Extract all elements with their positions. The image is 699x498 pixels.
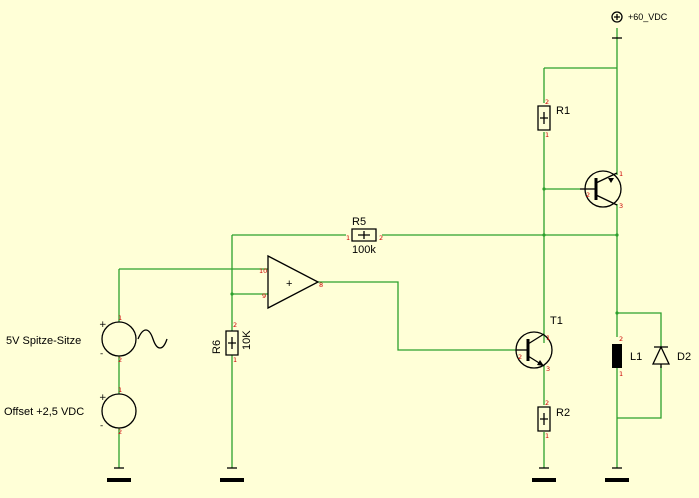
- transistor-t2[interactable]: 2 1 3: [580, 170, 623, 210]
- opamp-pin-in-b: 9: [262, 292, 266, 300]
- r6-pin-bottom: 1: [233, 356, 237, 364]
- offset-source[interactable]: + - 1 2 Offset +2,5 VDC: [4, 386, 137, 436]
- r5-label: R5: [352, 216, 366, 228]
- l1-label: L1: [630, 351, 642, 363]
- offset-label: Offset +2,5 VDC: [4, 406, 84, 418]
- resistor-r6[interactable]: 2 1 R6 10K: [211, 321, 253, 364]
- sine-minus: -: [100, 349, 103, 359]
- ground-symbol: [605, 467, 629, 482]
- l1-pin-bottom: 1: [619, 370, 623, 378]
- offset-plus: +: [99, 393, 107, 403]
- offset-minus: -: [100, 421, 103, 431]
- t1-pin-base: 2: [518, 353, 522, 361]
- junction-dot: [542, 187, 546, 191]
- r5-pin-left: 1: [346, 234, 350, 242]
- r2-pin-top: 2: [545, 399, 549, 407]
- supply-symbol[interactable]: +60_VDC: [611, 11, 668, 39]
- sine-source[interactable]: + - 1 2 5V Spitze-Sitze: [6, 314, 168, 364]
- junction-dot: [615, 233, 619, 237]
- t1-pin-emitter: 3: [546, 365, 550, 373]
- l1-pin-top: 2: [619, 335, 623, 343]
- transistor-t1[interactable]: T1 2 1 3: [515, 315, 563, 373]
- t2-pin-bottom: 3: [619, 202, 623, 210]
- t1-label: T1: [550, 315, 563, 327]
- resistor-r5[interactable]: 1 2 R5 100k: [346, 216, 383, 256]
- sine-pin-bottom: 2: [118, 356, 122, 364]
- r5-value: 100k: [352, 244, 376, 256]
- inductor-l1[interactable]: 2 1 L1: [612, 335, 642, 378]
- r2-pin-bottom: 1: [545, 432, 549, 440]
- ground-symbol: [532, 467, 556, 482]
- wires: [118, 28, 662, 468]
- opamp[interactable]: + 10 9 8: [259, 254, 323, 310]
- diode-d2[interactable]: D2: [651, 345, 691, 368]
- opamp-pin-out: 8: [319, 281, 323, 289]
- sine-pin-top: 1: [118, 314, 122, 322]
- r5-pin-right: 2: [379, 234, 383, 242]
- opamp-plus-sign: +: [286, 278, 292, 290]
- r1-pin-top: 2: [545, 98, 549, 106]
- sine-label: 5V Spitze-Sitze: [6, 335, 81, 347]
- ground-symbol: [220, 467, 244, 482]
- opamp-pin-in-a: 10: [259, 267, 267, 275]
- t2-pin-top: 1: [619, 170, 623, 178]
- r6-label: R6: [211, 340, 223, 354]
- junction-dot: [542, 233, 546, 237]
- junction-dot: [230, 292, 234, 296]
- supply-label: +60_VDC: [628, 12, 668, 22]
- ground-symbol: [107, 467, 131, 482]
- t1-pin-collector: 1: [546, 334, 550, 342]
- junction-dot: [615, 311, 619, 315]
- d2-label: D2: [677, 351, 691, 363]
- r6-value: 10K: [241, 330, 253, 350]
- r2-label: R2: [556, 407, 570, 419]
- offset-pin-bottom: 2: [118, 428, 122, 436]
- ground-symbols: [107, 467, 629, 482]
- resistor-r2[interactable]: 2 1 R2: [537, 399, 570, 440]
- offset-pin-top: 1: [118, 386, 122, 394]
- r6-pin-top: 2: [233, 321, 237, 329]
- resistor-r1[interactable]: 2 1 R1: [537, 98, 570, 139]
- t2-pin-base: 2: [586, 191, 590, 199]
- r1-pin-bottom: 1: [545, 131, 549, 139]
- r1-label: R1: [556, 105, 570, 117]
- junction-dots: [230, 187, 619, 315]
- sine-plus: +: [99, 320, 107, 330]
